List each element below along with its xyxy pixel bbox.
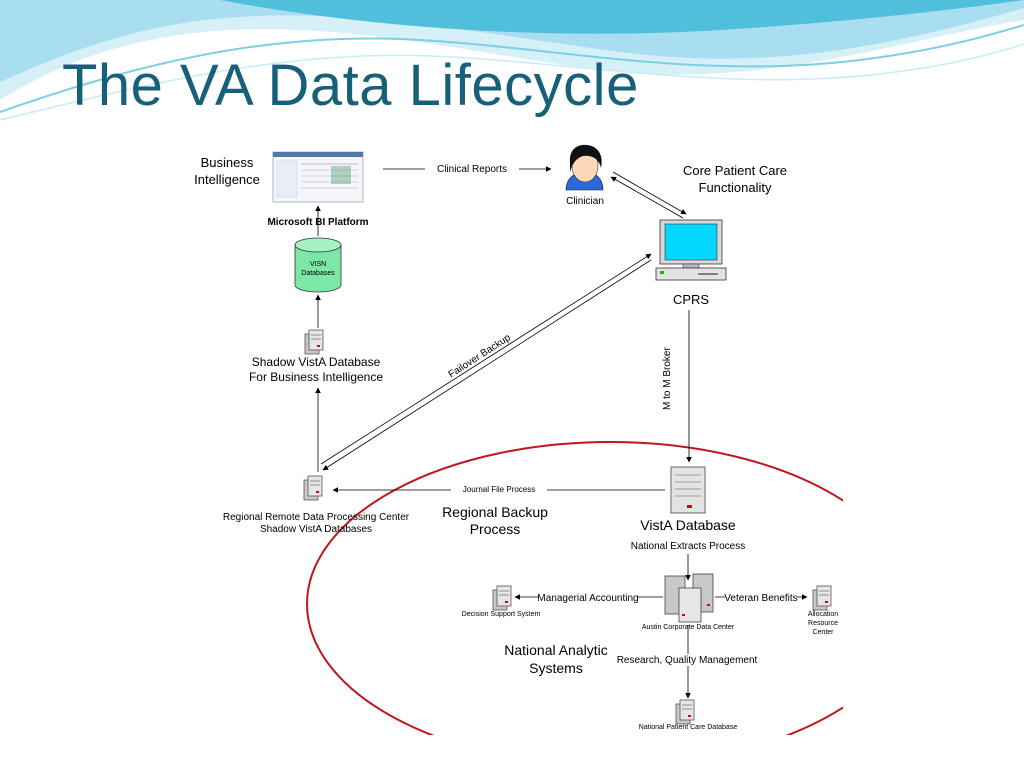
national-analytic-label: National Analytic bbox=[504, 642, 608, 658]
austin-data-center-icon bbox=[664, 573, 714, 623]
shadow-vista-bi-label: Shadow VistA Database bbox=[252, 355, 381, 369]
shadow-vista-bi-label-line2: For Business Intelligence bbox=[249, 370, 383, 384]
clinician-icon bbox=[565, 144, 604, 191]
core-patient-care-label-line2: Functionality bbox=[699, 180, 772, 195]
failover-backup-arrow bbox=[320, 253, 652, 471]
business-intelligence-label: Business bbox=[201, 155, 254, 170]
data-lifecycle-diagram: Business Intelligence Microsoft BI Platf… bbox=[153, 142, 843, 735]
failover-backup-label: Failover Backup bbox=[447, 332, 513, 381]
visn-databases-cylinder bbox=[294, 237, 342, 293]
veteran-benefits-label: Veteran Benefits bbox=[724, 593, 797, 604]
national-systems-ellipse bbox=[306, 441, 843, 735]
decision-support-label: Decision Support System bbox=[462, 611, 541, 618]
visn-databases-label: VISN bbox=[310, 261, 326, 268]
bi-report-thumbnail bbox=[272, 151, 364, 203]
core-patient-care-label: Core Patient Care bbox=[683, 163, 787, 178]
m-to-m-broker-label: M to M Broker bbox=[662, 347, 673, 410]
header-wave-decoration bbox=[0, 0, 1024, 121]
vista-database-server-icon bbox=[670, 466, 706, 514]
shadow-vista-bi-server-icon bbox=[304, 329, 324, 355]
visn-databases-label-line2: Databases bbox=[301, 270, 335, 277]
regional-remote-label: Regional Remote Data Processing Center bbox=[223, 512, 410, 523]
vista-database-label: VistA Database bbox=[640, 517, 736, 533]
clinical-reports-label: Clinical Reports bbox=[437, 164, 507, 175]
national-patient-care-label: National Patient Care Database bbox=[639, 724, 738, 731]
national-patient-care-server-icon bbox=[675, 699, 695, 725]
cprs-computer-icon bbox=[655, 219, 727, 281]
clinician-label: Clinician bbox=[566, 196, 604, 207]
national-extracts-label: National Extracts Process bbox=[631, 541, 746, 552]
regional-remote-server-icon bbox=[303, 475, 323, 501]
research-quality-label: Research, Quality Management bbox=[617, 655, 758, 666]
regional-remote-label-line2: Shadow VistA Databases bbox=[260, 524, 372, 535]
national-analytic-label-line2: Systems bbox=[529, 660, 583, 676]
managerial-accounting-label: Managerial Accounting bbox=[537, 593, 638, 604]
regional-backup-label-line2: Process bbox=[470, 521, 521, 537]
allocation-resource-label: Allocation bbox=[808, 611, 838, 618]
allocation-resource-label-line2: Resource bbox=[808, 620, 838, 627]
regional-backup-label: Regional Backup bbox=[442, 504, 548, 520]
cprs-label: CPRS bbox=[673, 292, 709, 307]
business-intelligence-label-line2: Intelligence bbox=[194, 172, 260, 187]
allocation-resource-label-line3: Center bbox=[812, 629, 834, 636]
cprs-to-clinician-arrow bbox=[610, 176, 684, 219]
slide-title: The VA Data Lifecycle bbox=[62, 53, 639, 118]
allocation-resource-server-icon bbox=[812, 585, 832, 611]
clinician-to-cprs-arrow bbox=[612, 171, 687, 215]
journal-file-process-label: Journal File Process bbox=[463, 485, 535, 494]
decision-support-server-icon bbox=[492, 585, 512, 611]
